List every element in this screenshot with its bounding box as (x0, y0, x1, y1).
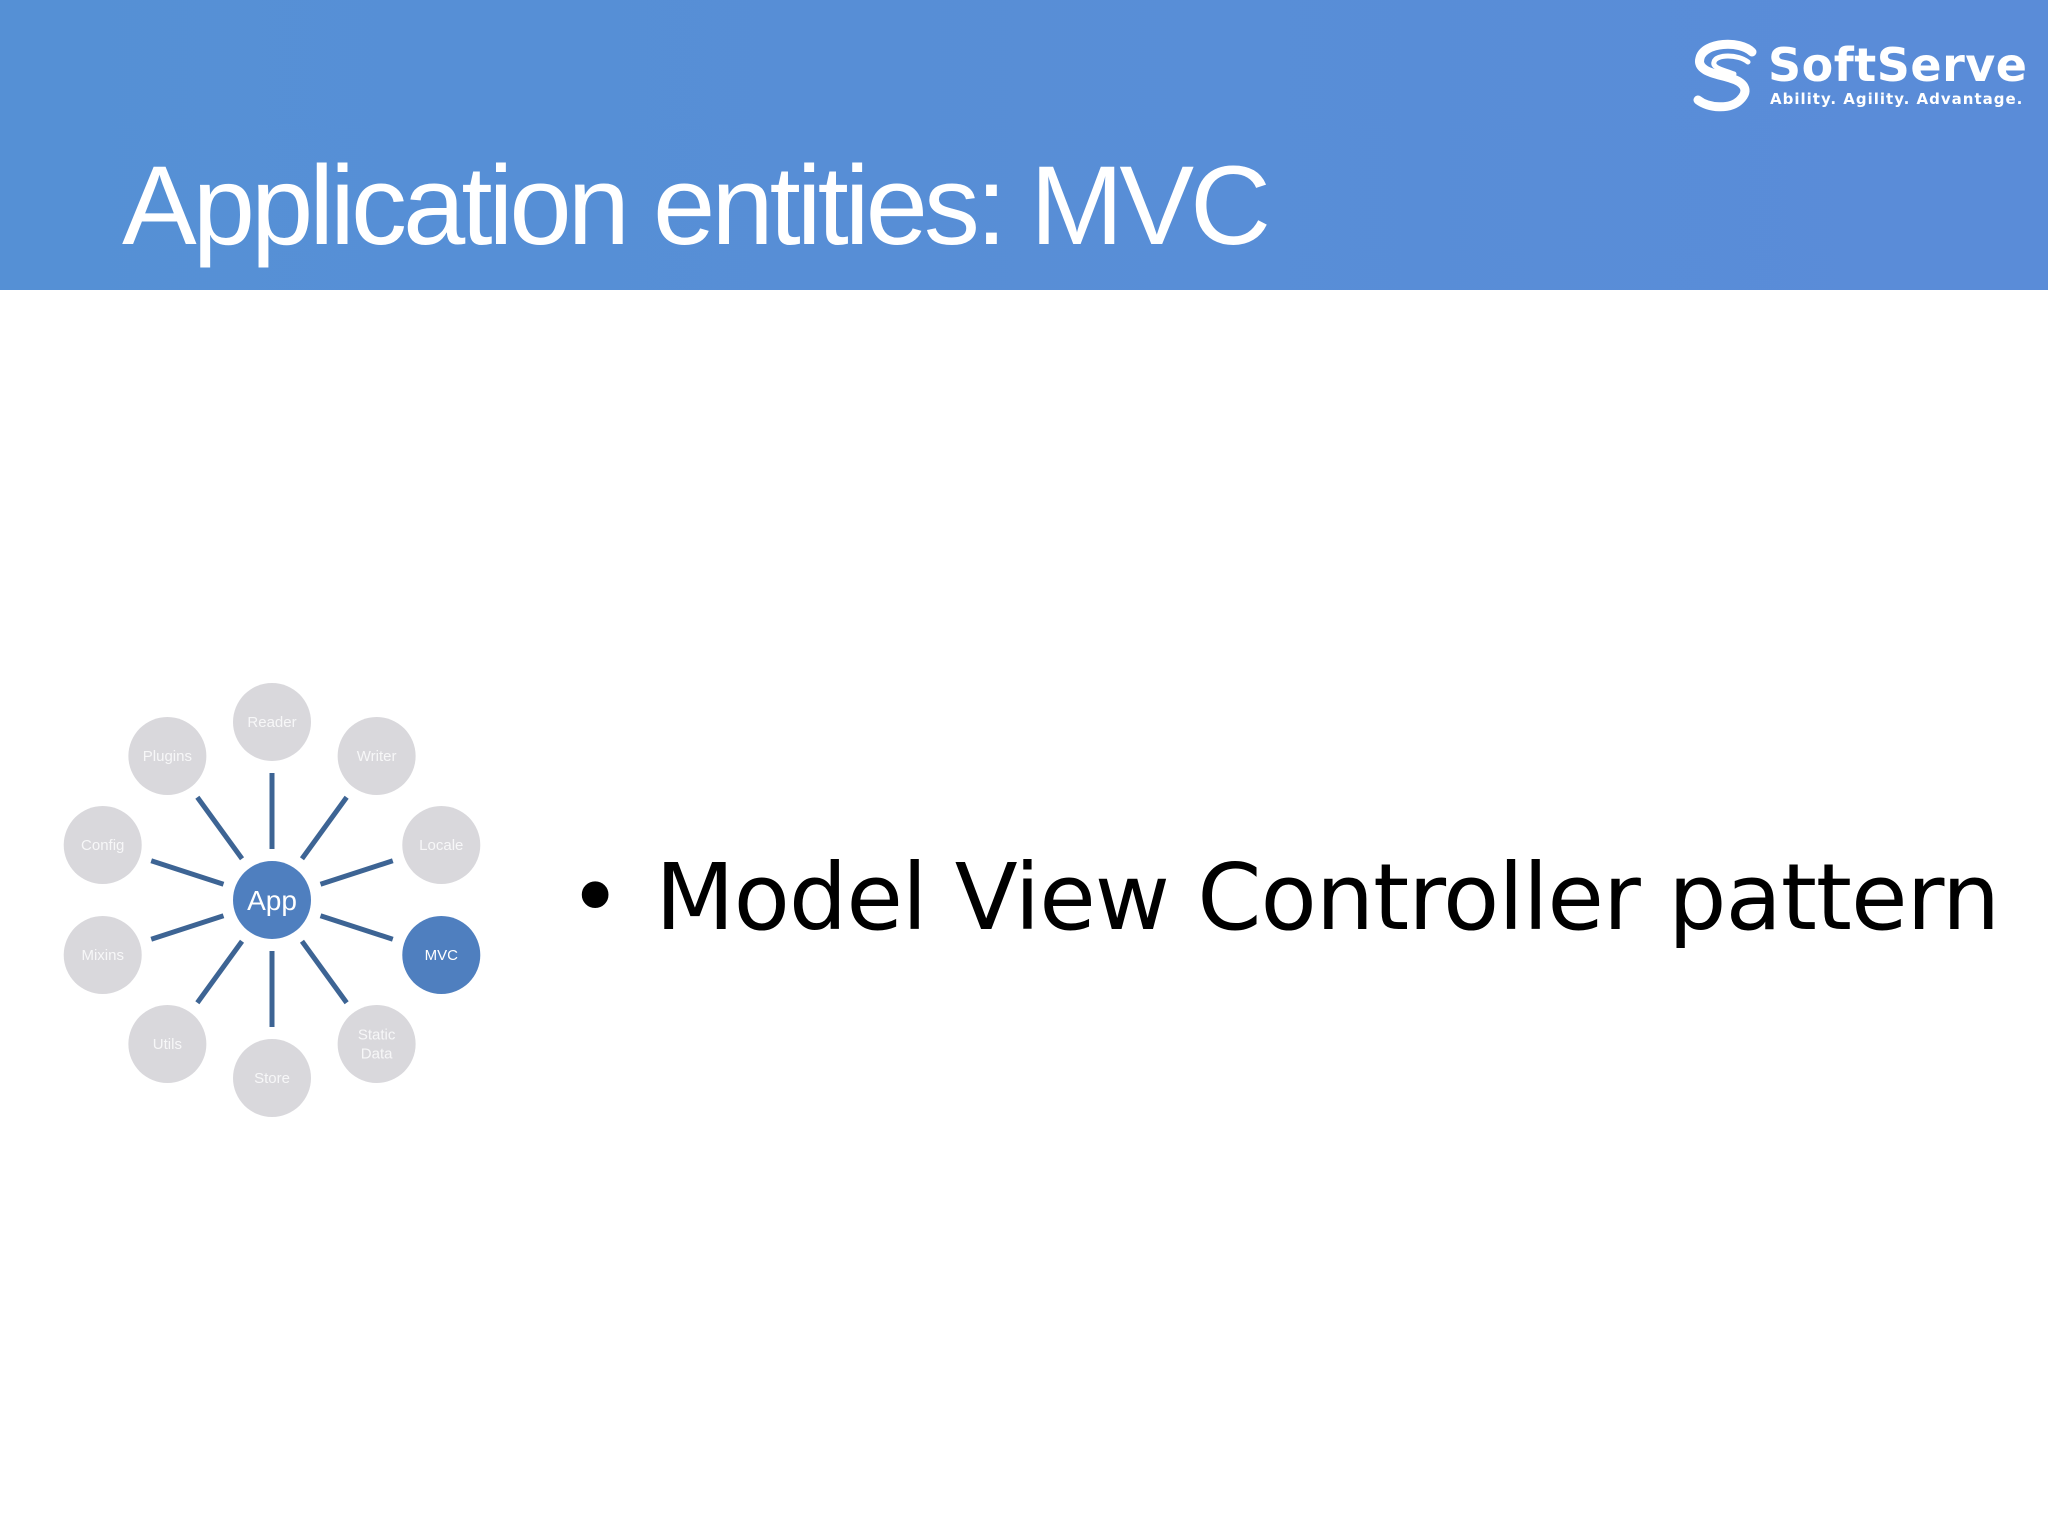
connector-line (319, 913, 394, 942)
diagram-node-reader: Reader (233, 683, 311, 761)
node-circle (128, 716, 207, 795)
connector-line (319, 858, 394, 887)
diagram-node-writer: Writer (337, 716, 416, 795)
connector-line (150, 858, 225, 887)
diagram-node-mixins: Mixins (63, 916, 142, 995)
node-label: Plugins (143, 748, 192, 765)
slide-header: Application entities: MVC SoftServe Abil… (0, 0, 2048, 290)
node-circle (233, 683, 311, 761)
node-circle (63, 805, 142, 884)
node-circle (63, 916, 142, 995)
connector-line (195, 795, 245, 861)
diagram-node-plugins: Plugins (128, 716, 207, 795)
diagram-node-config: Config (63, 805, 142, 884)
softserve-logo: SoftServe Ability. Agility. Advantage. (1690, 38, 2027, 118)
node-circle (233, 1039, 311, 1117)
logo-tagline: Ability. Agility. Advantage. (1770, 90, 2024, 108)
connector-line (299, 939, 349, 1005)
bullet-text: Model View Controller pattern (655, 844, 2000, 951)
diagram-node-mvc: MVC (402, 916, 481, 995)
node-label: Utils (153, 1036, 182, 1053)
node-circle (402, 805, 481, 884)
bullet-item: • Model View Controller pattern (568, 844, 2000, 951)
softserve-swirl-icon (1693, 39, 1757, 112)
node-circle (128, 1005, 207, 1084)
node-circle (402, 916, 481, 995)
connector-line (299, 795, 349, 861)
center-label: App (247, 885, 297, 916)
bullet-dot-icon: • (568, 844, 622, 951)
node-label: Data (361, 1046, 393, 1063)
diagram-node-store: Store (233, 1039, 311, 1117)
connector-line (150, 913, 225, 942)
node-label: Config (81, 837, 124, 854)
node-circle (337, 1005, 416, 1084)
node-label: Locale (419, 837, 463, 854)
connector-line (195, 939, 245, 1005)
node-label: Store (254, 1070, 290, 1087)
slide-title: Application entities: MVC (122, 143, 1271, 268)
diagram-center-app: App (233, 861, 311, 939)
diagram-node-utils: Utils (128, 1005, 207, 1084)
node-label: Static (358, 1027, 396, 1044)
center-circle (233, 861, 311, 939)
diagram-node-locale: Locale (402, 805, 481, 884)
node-label: Mixins (81, 947, 124, 964)
node-label: Writer (357, 748, 397, 765)
logo-name: SoftServe (1768, 38, 2028, 92)
node-label: MVC (425, 947, 459, 964)
node-label: Reader (247, 714, 296, 731)
node-circle (337, 716, 416, 795)
